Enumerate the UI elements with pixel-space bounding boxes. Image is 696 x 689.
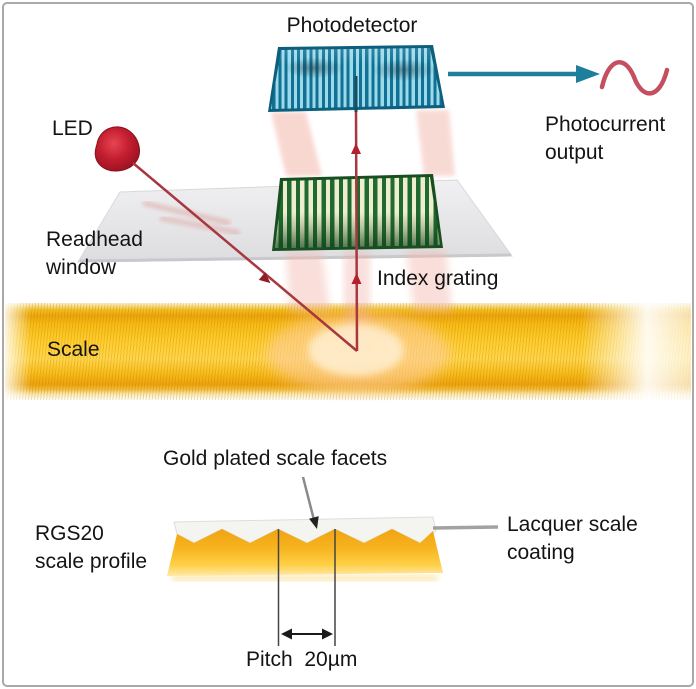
led-label: LED [52,117,93,140]
photocurrent-label: Photocurrent output [545,111,665,167]
readhead-label-line1: Readhead [46,228,143,251]
sine-wave-icon [599,60,670,96]
gold-facets-label: Gold plated scale facets [163,447,388,470]
light-column [416,110,455,176]
reflected-beam-arrowhead [351,143,361,154]
rgs20-label-line2: scale profile [35,550,148,573]
gold-profile-shape [167,529,443,576]
reflected-beam-arrowhead [351,273,362,284]
rgs20-label-line1: RGS20 [35,522,104,545]
arrow-right-head [576,65,600,83]
rgs20-label: RGS20 scale profile [35,520,147,576]
beam-reflection-streak [142,200,231,226]
index-grating-label: Index grating [377,267,499,290]
led-icon [94,126,140,172]
profile-shadow [172,575,438,581]
pitch-arrowhead-left [281,628,292,640]
photodetector-label: Photodetector [286,14,418,37]
scale-label: Scale [47,338,100,361]
optics-over-layer [94,60,670,352]
photocurrent-label-line1: Photocurrent [545,113,666,136]
readhead-window-label: Readhead window [46,226,143,282]
facets-pointer-line [301,476,316,521]
lacquer-label-line1: Lacquer scale [507,513,638,536]
lacquer-label-line2: coating [507,541,575,564]
facets-pointer-arrowhead [309,516,319,529]
photocurrent-label-line2: output [545,141,604,164]
pitch-label: Pitch 20µm [246,648,358,671]
lacquer-pointer-line [432,525,499,530]
incident-beam-arrowhead [258,272,271,284]
scale-fade-left [5,303,31,400]
light-column [271,112,322,176]
pitch-arrowhead-right [322,628,333,640]
light-column [286,252,330,312]
scale-fade-right [581,303,691,400]
beam-reflection-streak [159,215,241,236]
incident-beam [132,162,358,352]
readhead-label-line2: window [46,256,117,279]
lacquer-label: Lacquer scale coating [507,511,638,567]
light-column [406,250,452,312]
